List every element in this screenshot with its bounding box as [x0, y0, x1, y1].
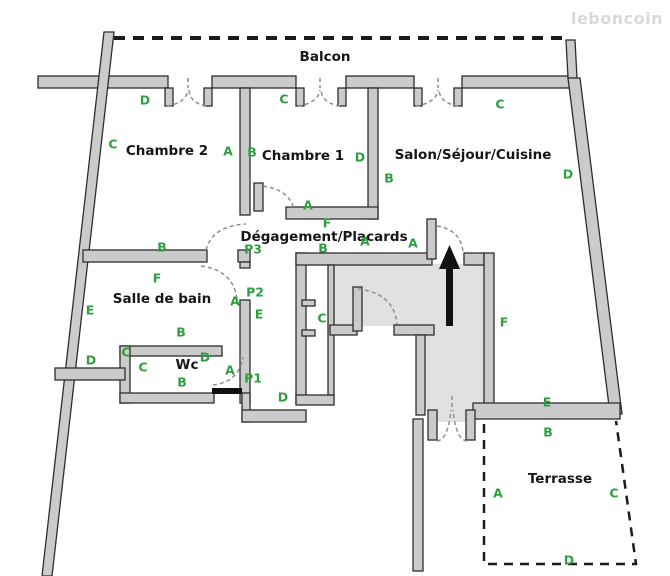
- window-arc: [320, 89, 341, 107]
- wall-marker-a-34: A: [493, 485, 503, 501]
- wall-marker-d-30: D: [277, 389, 289, 405]
- wall-marker-b-5: B: [247, 144, 257, 160]
- wall-marker-e-17: E: [85, 302, 95, 318]
- room-label-degagement: Dégagement/Placards: [240, 229, 408, 245]
- wall-marker-d-26: D: [199, 349, 211, 365]
- room-label-salle-de-bain: Salle de bain: [112, 291, 212, 307]
- watermark-logo: leboncoin: [570, 9, 663, 28]
- wall-marker-c-35: C: [609, 485, 619, 501]
- door-and-window-arcs: [166, 78, 468, 442]
- door-arc-hall-top: [436, 225, 464, 253]
- entrance-arrow: [439, 245, 460, 326]
- wall-marker-p1-29: P1: [244, 370, 262, 386]
- wall-marker-c-1: C: [279, 91, 289, 107]
- entrance-door-arc: [436, 409, 452, 442]
- wall-marker-c-3: C: [108, 136, 118, 152]
- walls: [37, 31, 623, 576]
- window-arc: [166, 89, 189, 107]
- window-arc: [297, 89, 321, 107]
- wall-marker-f-31: F: [499, 314, 509, 330]
- wall-marker-b-33: B: [543, 424, 553, 440]
- door-arc-hall-inner: [357, 288, 398, 325]
- wall-marker-p3-12: P3: [244, 241, 262, 257]
- wall-marker-a-14: A: [360, 233, 370, 249]
- wall-marker-b-22: B: [176, 324, 186, 340]
- wall-marker-a-19: A: [230, 293, 240, 309]
- wall-marker-d-36: D: [563, 552, 575, 568]
- entrance-door-arc: [452, 409, 468, 442]
- wall-marker-a-4: A: [223, 143, 233, 159]
- wall-marker-b-11: B: [157, 239, 167, 255]
- wall-marker-d-24: D: [85, 352, 97, 368]
- window-arc: [438, 89, 459, 107]
- wall-marker-e-20: E: [254, 306, 264, 322]
- right-diagonal-wall: [567, 77, 623, 415]
- wall-marker-b-13: B: [318, 240, 328, 256]
- room-label-terrasse: Terrasse: [527, 471, 593, 487]
- front-door: [212, 388, 242, 394]
- left-diagonal-wall: [41, 31, 115, 576]
- wall-marker-b-27: B: [177, 374, 187, 390]
- wall-marker-b-7: B: [384, 170, 394, 186]
- door-arc-p3: [205, 223, 247, 251]
- door-arc-p1: [212, 356, 244, 386]
- window-arc: [415, 89, 439, 107]
- room-label-balcon: Balcon: [299, 49, 351, 65]
- wall-marker-c-21: C: [317, 310, 327, 326]
- terrasse-dashed-outline: [482, 420, 638, 566]
- wall-marker-a-9: A: [303, 197, 313, 213]
- wall-marker-p2-18: P2: [246, 284, 264, 300]
- stairwell-hall-area: [334, 264, 484, 422]
- door-arc-chambre1: [262, 185, 295, 211]
- room-label-chambre-1: Chambre 1: [261, 148, 345, 164]
- wall-marker-c-23: C: [121, 344, 131, 360]
- wall-marker-a-28: A: [225, 362, 235, 378]
- wall-marker-e-32: E: [542, 394, 552, 410]
- room-label-salon: Salon/Séjour/Cuisine: [394, 147, 552, 163]
- window-arc: [188, 89, 207, 107]
- wall-marker-c-25: C: [138, 359, 148, 375]
- wall-marker-c-2: C: [495, 96, 505, 112]
- wall-marker-a-15: A: [408, 235, 418, 251]
- wall-marker-d-8: D: [562, 166, 574, 182]
- wall-marker-f-10: F: [322, 215, 332, 231]
- wall-marker-d-6: D: [354, 149, 366, 165]
- wall-marker-d-0: D: [139, 92, 151, 108]
- wall-marker-f-16: F: [152, 270, 162, 286]
- room-label-wc: Wc: [175, 357, 199, 373]
- room-label-chambre-2: Chambre 2: [125, 143, 209, 159]
